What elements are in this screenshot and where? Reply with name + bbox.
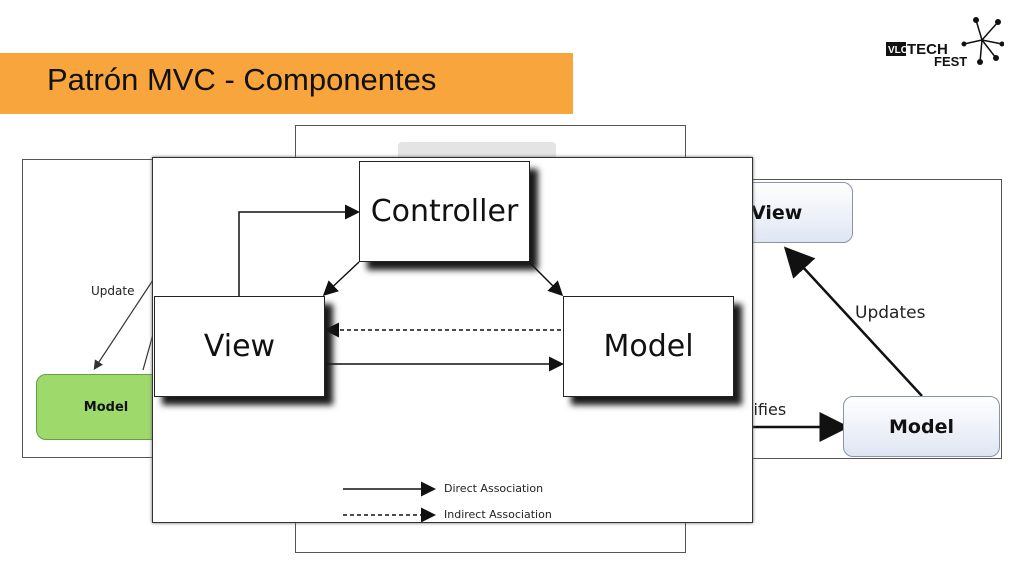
model-box: Model xyxy=(563,296,734,397)
right-view-box: View xyxy=(736,182,853,243)
svg-text:TECH: TECH xyxy=(907,41,948,58)
legend-indirect-association: Indirect Association xyxy=(444,508,552,521)
right-model-box: Model xyxy=(843,396,1000,457)
left-update-label: Update xyxy=(91,284,135,298)
vlctechfest-logo: VLC TECH FEST xyxy=(884,14,1005,74)
title-bar xyxy=(0,53,573,114)
view-box: View xyxy=(154,296,325,397)
left-diagram-panel: Update Model xyxy=(22,159,176,458)
svg-text:FEST: FEST xyxy=(934,54,967,69)
right-diagram-panel: View Updates lifies Model xyxy=(736,179,1002,459)
controller-box: Controller xyxy=(359,161,530,262)
right-modifies-label: lifies xyxy=(749,400,787,419)
right-updates-label: Updates xyxy=(855,303,926,323)
main-diagram-arrows xyxy=(238,204,564,522)
main-diagram-panel: Controller View Model Direct Association… xyxy=(152,157,753,523)
legend-direct-association: Direct Association xyxy=(444,482,544,495)
svg-text:VLC: VLC xyxy=(888,45,908,56)
right-diagram-arrows xyxy=(746,246,923,442)
slide-title: Patrón MVC - Componentes xyxy=(47,62,437,97)
